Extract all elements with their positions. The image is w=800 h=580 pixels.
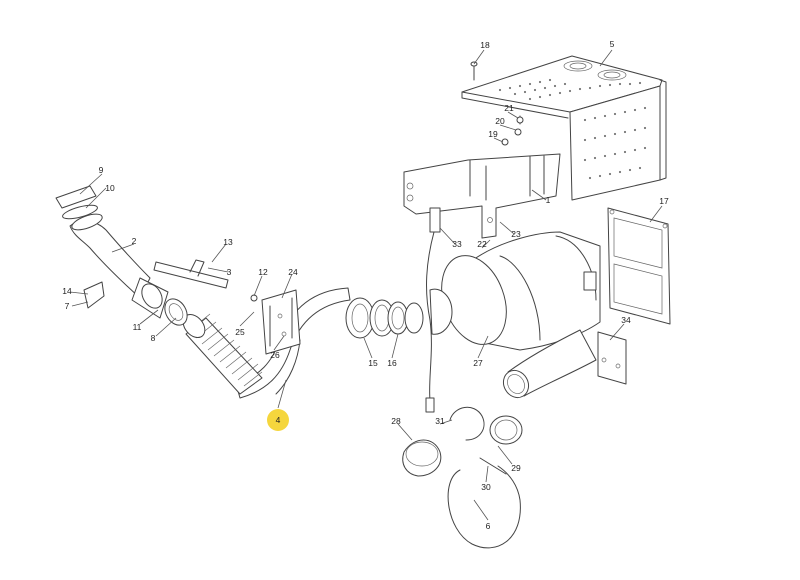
callout-16[interactable]: 16 (387, 358, 397, 368)
callout-34[interactable]: 34 (621, 315, 631, 325)
intake-elbow-part (69, 213, 229, 326)
support-bracket-part (403, 153, 561, 239)
callout-20[interactable]: 20 (495, 116, 505, 126)
muffler-body-part (429, 231, 601, 351)
callout-10[interactable]: 10 (105, 183, 115, 193)
callout-9[interactable]: 9 (99, 165, 104, 175)
callout-29[interactable]: 29 (511, 463, 521, 473)
leader-lines (69, 49, 663, 521)
callout-22[interactable]: 22 (477, 239, 487, 249)
outlet-pipe-part (502, 329, 627, 399)
callout-8[interactable]: 8 (151, 333, 156, 343)
callout-31[interactable]: 31 (435, 416, 445, 426)
callout-33[interactable]: 33 (452, 239, 462, 249)
heat-shield-part (461, 55, 667, 201)
callout-27[interactable]: 27 (473, 358, 483, 368)
callout-19[interactable]: 19 (488, 129, 498, 139)
callout-labels: 18 5 21 20 19 1 17 33 22 23 34 9 10 2 13… (62, 39, 669, 531)
callout-2[interactable]: 2 (132, 236, 137, 246)
callout-21[interactable]: 21 (504, 103, 514, 113)
callout-1[interactable]: 1 (546, 195, 551, 205)
gasket-plate-part (607, 207, 671, 325)
callout-30[interactable]: 30 (481, 482, 491, 492)
flange-rings-part (345, 297, 424, 339)
callout-14[interactable]: 14 (62, 286, 72, 296)
callout-28[interactable]: 28 (391, 416, 401, 426)
mounting-bracket-part (250, 289, 301, 355)
callout-11[interactable]: 11 (133, 322, 142, 332)
callout-25[interactable]: 25 (235, 327, 245, 337)
callout-24[interactable]: 24 (288, 267, 298, 277)
callout-13[interactable]: 13 (223, 237, 233, 247)
callout-5[interactable]: 5 (610, 39, 615, 49)
sensor-wire-part (425, 207, 441, 413)
strap-part (447, 457, 521, 549)
callout-23[interactable]: 23 (511, 229, 521, 239)
flex-bellows-part (182, 313, 263, 395)
callout-7[interactable]: 7 (65, 301, 70, 311)
callout-12[interactable]: 12 (258, 267, 268, 277)
clamp-rings-part (402, 406, 523, 477)
elbow-cap-part (55, 185, 98, 220)
callout-15[interactable]: 15 (368, 358, 378, 368)
callout-4[interactable]: 4 (276, 415, 281, 425)
callout-3[interactable]: 3 (227, 267, 232, 277)
callout-26[interactable]: 26 (270, 350, 280, 360)
callout-6[interactable]: 6 (486, 521, 491, 531)
callout-17[interactable]: 17 (659, 196, 669, 206)
callout-18[interactable]: 18 (480, 40, 490, 50)
callout-4-highlight (267, 409, 289, 431)
bolt-parts (470, 61, 524, 146)
